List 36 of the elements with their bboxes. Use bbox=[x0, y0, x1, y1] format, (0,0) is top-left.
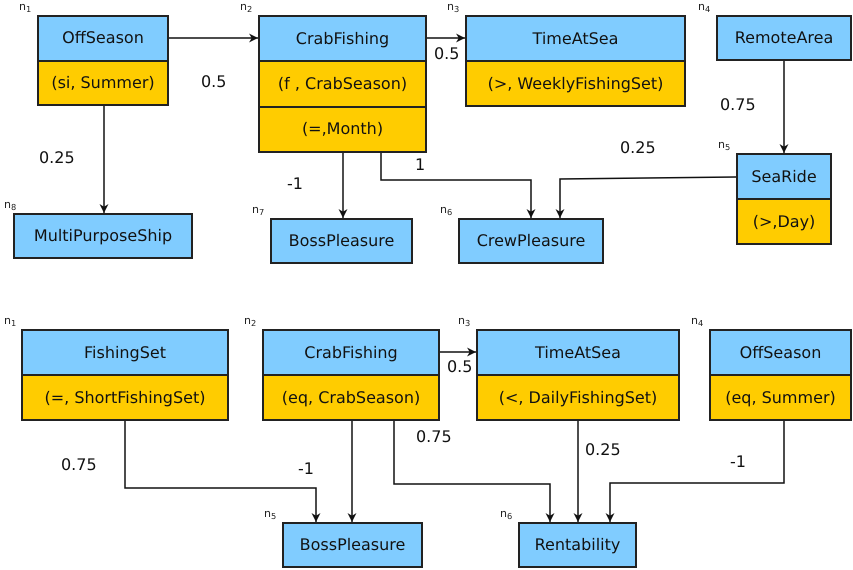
node-index: n$_{4}$ bbox=[691, 315, 704, 326]
arrow bbox=[574, 421, 582, 522]
node-index: n$_{6}$ bbox=[440, 204, 452, 215]
arrow bbox=[348, 421, 356, 522]
attribute-value: (<, DailyFishingSet) bbox=[478, 374, 678, 419]
attribute-value: (eq, Summer) bbox=[711, 374, 850, 419]
attribute-value: (>,Day) bbox=[738, 198, 830, 243]
node-index: n$_{8}$ bbox=[4, 199, 16, 210]
arrow bbox=[100, 106, 108, 213]
attribute-value: (f , CrabSeason) bbox=[260, 60, 425, 106]
node-index: n$_{3}$ bbox=[458, 315, 470, 326]
node-index: n$_{1}$ bbox=[19, 1, 32, 12]
arrow bbox=[427, 34, 465, 42]
arrow bbox=[169, 34, 258, 42]
arrow bbox=[780, 61, 788, 153]
arrow bbox=[606, 421, 785, 522]
node-index: n$_{3}$ bbox=[447, 1, 460, 12]
node-index: n$_{7}$ bbox=[252, 204, 264, 215]
node-index: n$_{6}$ bbox=[500, 508, 512, 519]
node-index: n$_{4}$ bbox=[698, 1, 710, 12]
arrow bbox=[393, 421, 554, 522]
node-index: n$_{1}$ bbox=[4, 315, 16, 326]
arrow bbox=[440, 348, 476, 356]
attribute-value: (=, ShortFishingSet) bbox=[23, 374, 227, 419]
node-index: n$_{2}$ bbox=[244, 315, 256, 326]
attribute-value: (=,Month) bbox=[260, 106, 425, 151]
node-index: n$_{2}$ bbox=[240, 1, 252, 12]
arrow bbox=[124, 421, 320, 522]
arrow bbox=[556, 176, 736, 218]
arrow bbox=[338, 153, 348, 218]
arrow bbox=[380, 153, 536, 218]
node-index: n$_{5}$ bbox=[264, 508, 276, 519]
attribute-value: (si, Summer) bbox=[39, 60, 167, 104]
attribute-value: (eq, CrabSeason) bbox=[264, 374, 438, 419]
node-index: n$_{5}$ bbox=[718, 139, 730, 150]
attribute-value: (>, WeeklyFishingSet) bbox=[467, 60, 684, 105]
